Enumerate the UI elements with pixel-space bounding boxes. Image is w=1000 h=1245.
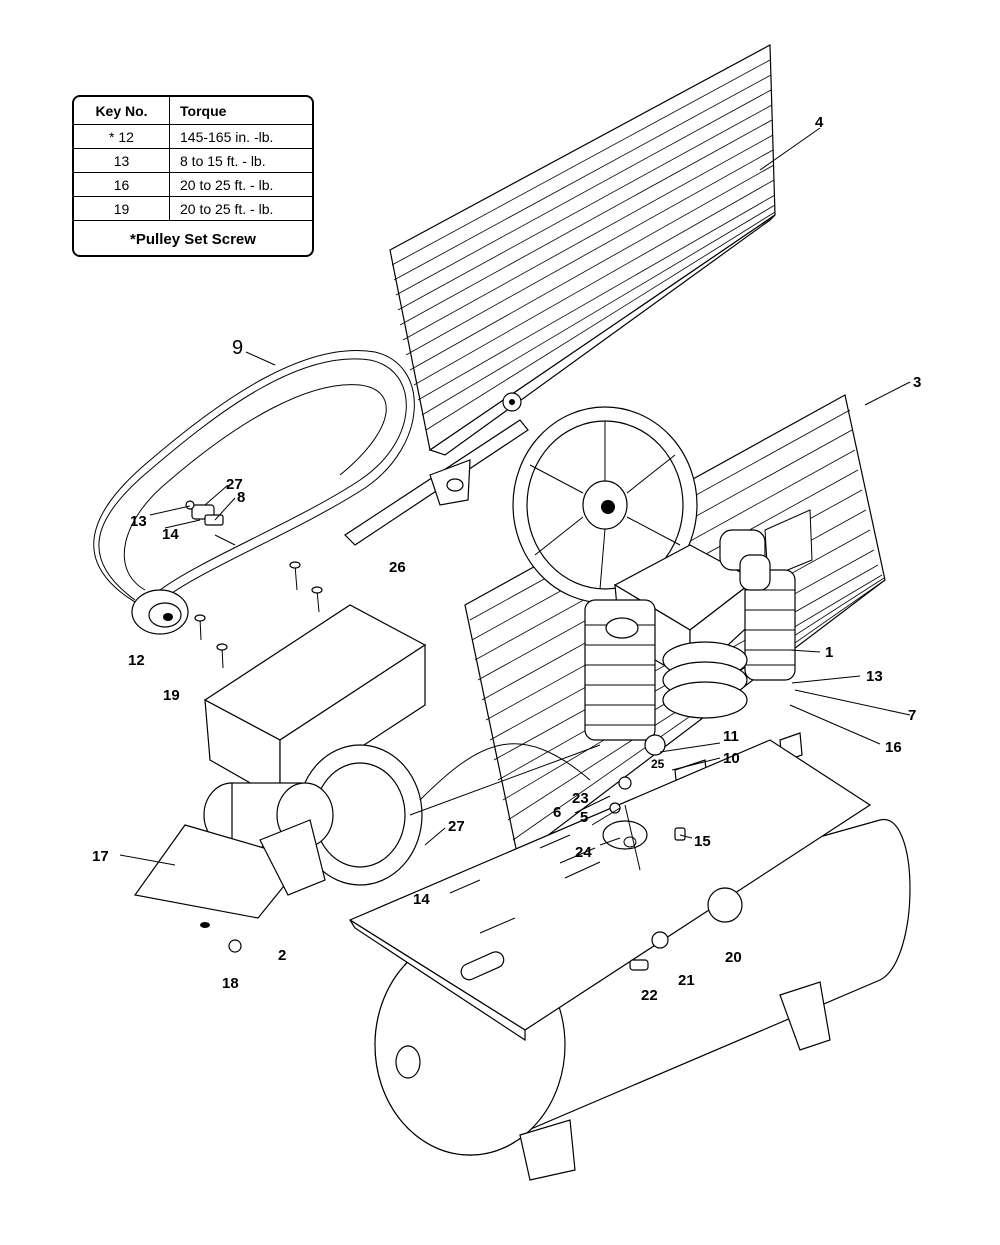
- callout-12: 12: [128, 652, 145, 669]
- table-row: 13 8 to 15 ft. - lb.: [74, 149, 312, 173]
- table-row: * 12 145-165 in. -lb.: [74, 125, 312, 149]
- callout-11: 11: [723, 728, 739, 745]
- bolts: [194, 561, 323, 669]
- callout-7: 7: [908, 707, 916, 724]
- belt-guard-bracket: [344, 419, 529, 546]
- motor-base-plate: [133, 819, 326, 953]
- callout-27a: 27: [226, 476, 243, 493]
- belt-guard-rear: [389, 44, 776, 456]
- torque-cell: 145-165 in. -lb.: [180, 128, 274, 145]
- cylinder-left: [584, 599, 656, 741]
- flywheel: [512, 406, 698, 604]
- callout-1: 1: [825, 644, 833, 661]
- callout-23: 23: [572, 790, 589, 807]
- cylinder-right: [744, 569, 796, 681]
- header-torque: Torque: [180, 102, 227, 119]
- callout-17: 17: [92, 848, 109, 865]
- callout-10: 10: [723, 750, 740, 767]
- callout-labels: 1 2 3 4 5 6 7 8 9 10 11 12 13 13 14 14 1…: [92, 114, 921, 1004]
- leader-lines: [119, 127, 911, 866]
- pump-platform: [348, 739, 872, 1042]
- torque-cell: 20 to 25 ft. - lb.: [180, 176, 274, 193]
- torque-cell: 20 to 25 ft. - lb.: [180, 200, 274, 217]
- callout-27b: 27: [448, 818, 465, 835]
- callout-5: 5: [580, 809, 588, 826]
- key-cell: 13: [74, 149, 170, 172]
- motor-pulley: [131, 589, 189, 635]
- torque-table-header: Key No. Torque: [74, 97, 312, 125]
- table-footnote: *Pulley Set Screw: [130, 231, 256, 248]
- callout-2: 2: [278, 947, 286, 964]
- header-key-no: Key No.: [74, 97, 170, 124]
- callout-14b: 14: [413, 891, 430, 908]
- callout-6: 6: [553, 804, 561, 821]
- callout-8: 8: [237, 489, 245, 506]
- callout-26: 26: [389, 559, 406, 576]
- callout-14a: 14: [162, 526, 179, 543]
- v-belt: [93, 350, 415, 606]
- belt-tensioner: [185, 500, 236, 546]
- callout-9: 9: [232, 337, 243, 359]
- callout-24: 24: [575, 844, 592, 861]
- gauges-and-valves: [409, 734, 743, 971]
- callout-21: 21: [678, 972, 695, 989]
- table-row: 19 20 to 25 ft. - lb.: [74, 197, 312, 221]
- electric-motor: [203, 604, 427, 886]
- callout-25: 25: [651, 757, 665, 771]
- callout-19: 19: [163, 687, 180, 704]
- callout-22: 22: [641, 987, 658, 1004]
- callout-16: 16: [885, 739, 902, 756]
- callout-13b: 13: [866, 668, 883, 685]
- callout-3: 3: [913, 374, 921, 391]
- torque-table: Key No. Torque * 12 145-165 in. -lb. 13 …: [72, 95, 314, 257]
- table-row: 16 20 to 25 ft. - lb.: [74, 173, 312, 197]
- key-cell: 19: [74, 197, 170, 220]
- cylinder-center: [662, 641, 748, 719]
- callout-20: 20: [725, 949, 742, 966]
- key-cell: * 12: [74, 125, 170, 148]
- key-cell: 16: [74, 173, 170, 196]
- torque-cell: 8 to 15 ft. - lb.: [180, 152, 266, 169]
- callout-15: 15: [694, 833, 711, 850]
- callout-13a: 13: [130, 513, 147, 530]
- callout-4: 4: [815, 114, 824, 131]
- callout-18: 18: [222, 975, 239, 992]
- compressor-pump: [584, 529, 796, 741]
